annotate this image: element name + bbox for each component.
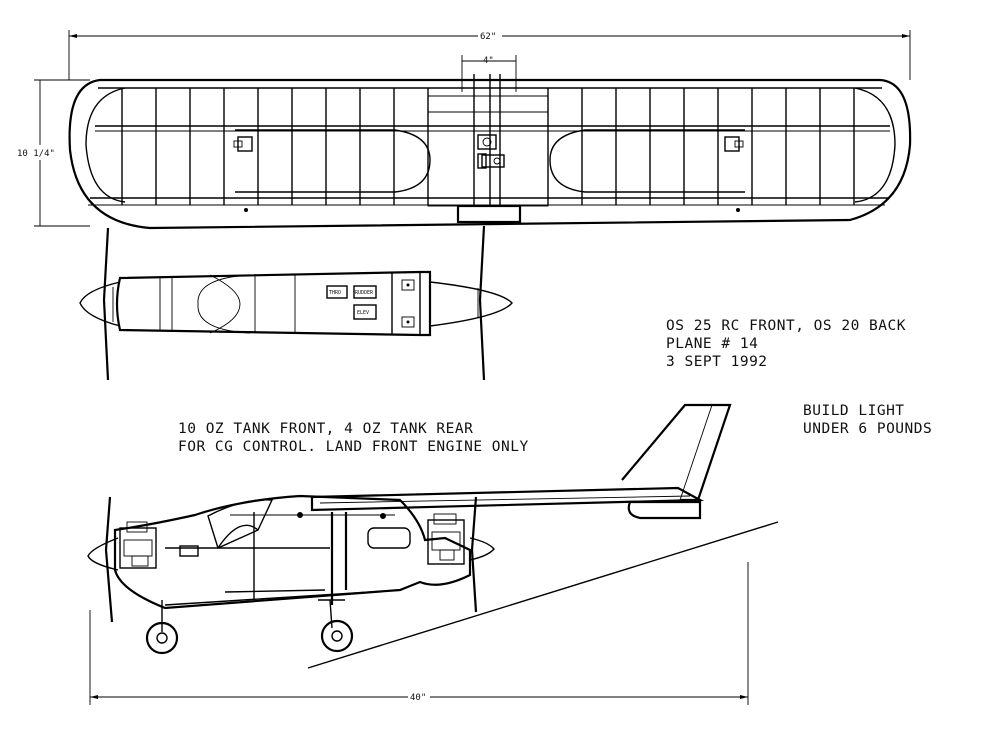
elevator-servo-label: ELEV [357, 310, 369, 316]
wingspan-dimension: 62" [68, 30, 911, 80]
throttle-servo-label: THRO [329, 290, 341, 296]
center-section-dimension: 4" [461, 55, 517, 92]
build-notes: BUILD LIGHT UNDER 6 POUNDS [803, 403, 932, 437]
tank-notes: 10 OZ TANK FRONT, 4 OZ TANK REAR FOR CG … [178, 421, 529, 455]
length-dimension: 40" [89, 562, 749, 705]
engine-notes: OS 25 RC FRONT, OS 20 BACK PLANE # 14 3 … [666, 318, 906, 370]
length-label: 40" [410, 693, 426, 703]
rudder-servo-label: RUDDER [355, 290, 374, 296]
plane-number-note: PLANE # 14 [666, 336, 758, 352]
build-note-line1: BUILD LIGHT [803, 403, 905, 419]
fuselage-top-view: THRO RUDDER ELEV [79, 225, 513, 381]
wing-ribs [121, 88, 855, 205]
chord-label: 10 1/4" [17, 149, 55, 159]
tank-note-line2: FOR CG CONTROL. LAND FRONT ENGINE ONLY [178, 439, 529, 455]
engines-note: OS 25 RC FRONT, OS 20 BACK [666, 318, 906, 334]
tank-note-line1: 10 OZ TANK FRONT, 4 OZ TANK REAR [178, 421, 473, 437]
chord-dimension: 10 1/4" [17, 79, 90, 227]
wingspan-label: 62" [480, 32, 496, 42]
date-note: 3 SEPT 1992 [666, 354, 768, 370]
center-section-label: 4" [483, 56, 494, 66]
fuselage-side-view [87, 403, 779, 669]
build-note-line2: UNDER 6 POUNDS [803, 421, 932, 437]
wing-plan-view [68, 74, 912, 230]
